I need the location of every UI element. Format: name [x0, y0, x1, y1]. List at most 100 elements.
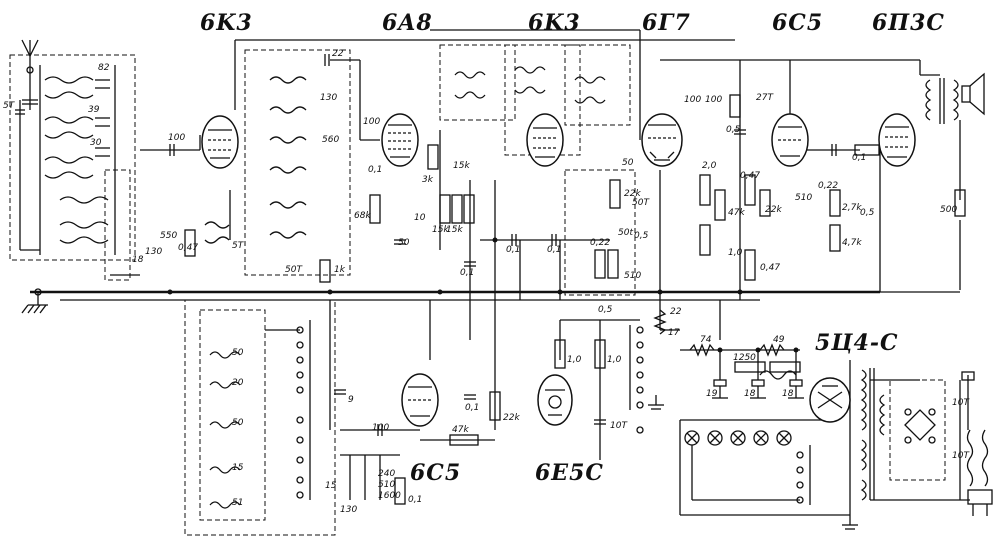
output-transformer: [925, 78, 959, 124]
value-label: 10T: [610, 421, 628, 431]
shield-outlines: [9, 44, 946, 536]
value-label: 1,0: [607, 355, 622, 365]
tube-label-if-amp: 6K3: [528, 10, 581, 36]
tube-detector: [641, 113, 683, 167]
value-label: 0,1: [408, 495, 422, 505]
value-label: 130: [145, 247, 162, 257]
mains-cord: [961, 371, 989, 487]
input-coils: [15, 65, 116, 255]
value-label: 9: [348, 395, 354, 405]
value-label: 50: [232, 348, 244, 358]
value-label: 17: [668, 328, 680, 338]
value-label: 3k: [422, 175, 434, 185]
tube-rectifier: [809, 377, 851, 423]
lamp-icon: [730, 430, 746, 446]
value-label: 2,7k: [842, 203, 862, 213]
ground-icon: [21, 288, 48, 314]
value-label: 510: [624, 271, 641, 281]
value-label: 0,22: [818, 181, 838, 191]
value-label: 0,1: [852, 153, 866, 163]
plug-icon: [967, 489, 993, 516]
value-label: 10: [414, 213, 426, 223]
value-label: 1600: [378, 491, 401, 501]
value-label: 74: [700, 335, 712, 345]
value-label: 0,1: [547, 245, 561, 255]
value-label: 1k: [334, 265, 346, 275]
value-label: 15k: [446, 225, 463, 235]
tube-rf-amp: [201, 115, 239, 169]
value-label: 30: [90, 138, 102, 148]
value-label: 100: [684, 95, 701, 105]
value-label: 1250: [733, 353, 756, 363]
value-label: 82: [98, 63, 110, 73]
value-label: 22k: [503, 413, 520, 423]
value-label: 20: [232, 378, 244, 388]
lamp-icon: [707, 430, 723, 446]
value-label: 47k: [452, 425, 469, 435]
value-label: 560: [322, 135, 339, 145]
value-label: 22k: [624, 189, 641, 199]
tube-label-oscillator: 6C5: [410, 460, 462, 486]
pilot-lamps: [684, 430, 800, 501]
lamp-icon: [684, 430, 700, 446]
value-label: 22k: [765, 205, 782, 215]
component-values: 5T 82 39 30 100 550 130 18 0,47 22 130 5…: [3, 49, 970, 515]
value-label: 0,5: [860, 208, 875, 218]
value-label: 47k: [728, 208, 745, 218]
value-label: 510: [795, 193, 812, 203]
value-label: 50: [398, 238, 410, 248]
value-label: 500: [940, 205, 957, 215]
value-label: 19: [706, 389, 718, 399]
value-label: 0,22: [590, 238, 610, 248]
junctions: [167, 237, 799, 353]
value-label: 2,0: [702, 161, 717, 171]
value-label: 0,5: [726, 125, 741, 135]
value-label: 0,1: [368, 165, 382, 175]
tube-label-rectifier: 5Ц4-С: [815, 330, 899, 356]
power-transformer: [860, 368, 886, 501]
value-label: 10T: [952, 398, 970, 408]
value-label: 51: [232, 498, 243, 508]
tube-label-tuning-eye: 6E5C: [535, 460, 604, 486]
tube-label-output: 6П3С: [872, 10, 945, 36]
value-label: 0,1: [460, 268, 474, 278]
value-label: 0,1: [465, 403, 479, 413]
value-label: 130: [320, 93, 337, 103]
value-label: 68k: [354, 211, 371, 221]
value-label: 15: [232, 463, 244, 473]
value-label: 240: [378, 469, 395, 479]
value-label: 1,0: [567, 355, 582, 365]
value-label: 15k: [453, 161, 470, 171]
lamp-icon: [753, 430, 769, 446]
value-label: 22: [332, 49, 344, 59]
tube-output: [878, 113, 916, 167]
ground-icon: [648, 395, 664, 410]
value-label: 0,47: [760, 263, 780, 273]
value-label: 10T: [952, 451, 970, 461]
value-label: 50: [622, 158, 634, 168]
value-label: 27T: [756, 93, 774, 103]
value-label: 100: [168, 133, 185, 143]
value-label: 15: [325, 481, 337, 491]
value-label: 49: [773, 335, 785, 345]
value-label: 130: [340, 505, 357, 515]
tube-label-driver: 6C5: [772, 10, 824, 36]
value-label: 0,47: [178, 243, 198, 253]
value-label: 100: [705, 95, 722, 105]
value-label: 510: [378, 480, 395, 490]
value-label: 50T: [285, 265, 303, 275]
tube-label-converter: 6A8: [382, 10, 433, 36]
value-label: 15k: [432, 225, 449, 235]
value-label: 18: [744, 389, 756, 399]
tube-label-rf-amp: 6K3: [200, 10, 253, 36]
wiring: [30, 29, 970, 516]
tube-driver: [771, 113, 809, 167]
value-label: 18: [782, 389, 794, 399]
value-label: 50T: [632, 198, 650, 208]
value-label: 1,0: [728, 248, 743, 258]
value-label: 550: [160, 231, 177, 241]
value-label: 5T: [232, 241, 245, 251]
ground-icon: [842, 515, 858, 530]
value-label: 39: [88, 105, 100, 115]
value-label: 50: [232, 418, 244, 428]
